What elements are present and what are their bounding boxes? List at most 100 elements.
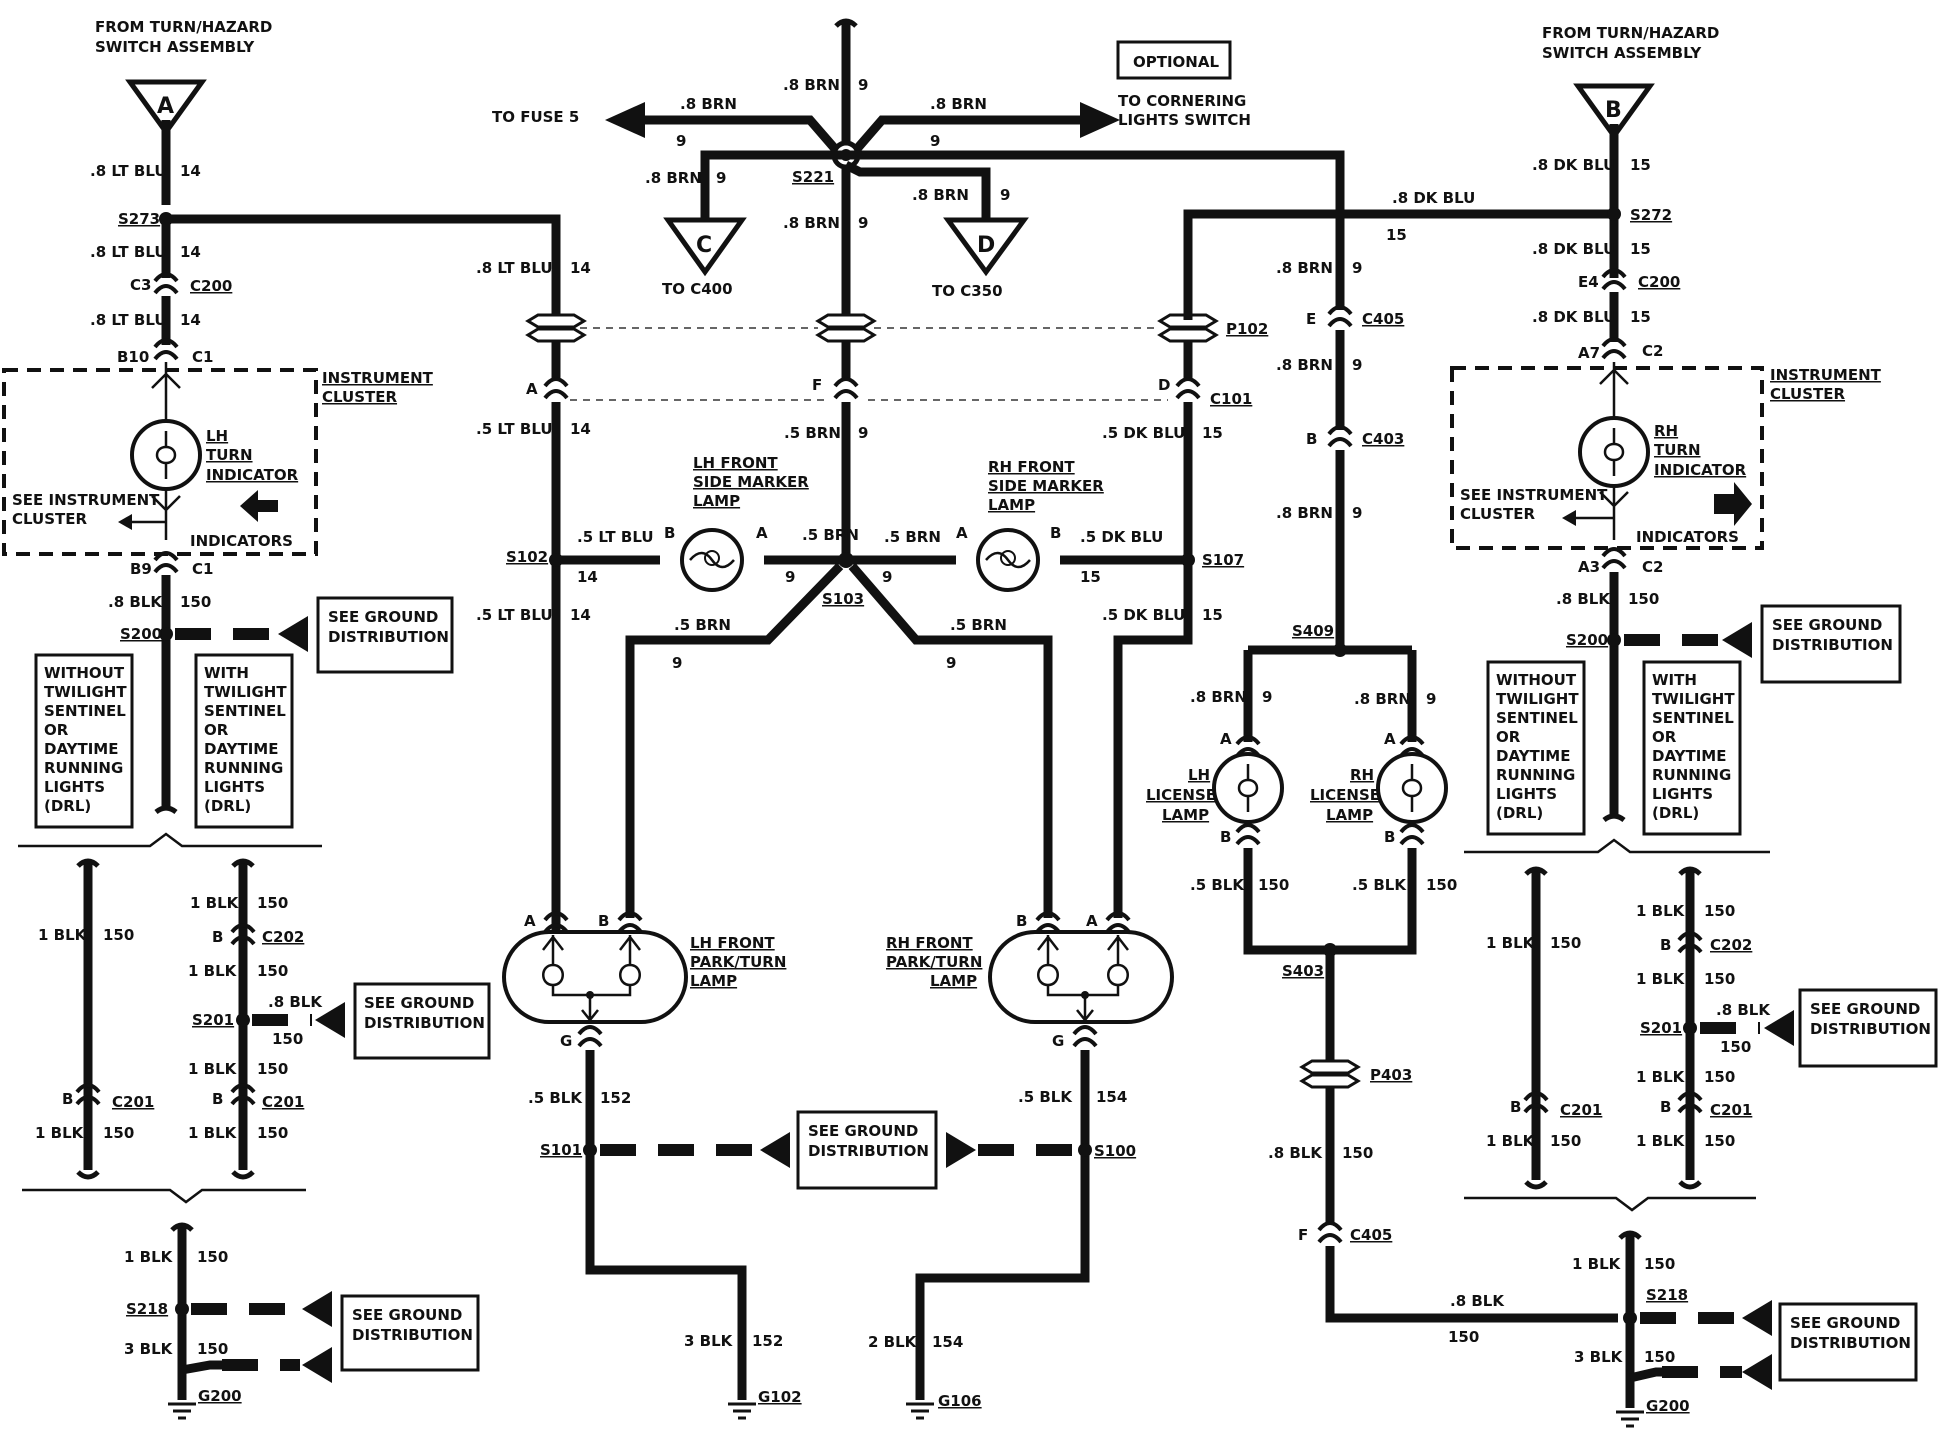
splice-s218-right: [1623, 1311, 1637, 1325]
svg-text:15: 15: [1202, 606, 1223, 624]
svg-text:TWILIGHT: TWILIGHT: [44, 683, 127, 701]
svg-text:C403: C403: [1362, 430, 1404, 448]
svg-text:INDICATOR: INDICATOR: [206, 466, 299, 484]
pin-label: B10: [117, 348, 149, 366]
svg-text:15: 15: [1630, 308, 1651, 326]
left-source-title-2: SWITCH ASSEMBLY: [95, 38, 255, 56]
svg-text:1 BLK: 1 BLK: [124, 1248, 174, 1266]
splice-label: S200: [120, 625, 162, 643]
wire-label: .8 LT BLU: [90, 311, 167, 329]
svg-text:LIGHTS: LIGHTS: [1652, 785, 1713, 803]
with-drl-note-right: WITH TWILIGHT SENTINEL OR DAYTIME RUNNIN…: [1642, 660, 1742, 836]
svg-text:WITHOUT: WITHOUT: [44, 664, 125, 682]
svg-text:3 BLK: 3 BLK: [684, 1332, 734, 1350]
svg-text:C202: C202: [1710, 936, 1752, 954]
svg-text:C201: C201: [112, 1093, 154, 1111]
svg-text:14: 14: [570, 259, 591, 277]
svg-text:.5 BRN: .5 BRN: [784, 424, 841, 442]
svg-text:9: 9: [785, 568, 795, 586]
svg-text:DISTRIBUTION: DISTRIBUTION: [1772, 636, 1893, 654]
svg-text:150: 150: [197, 1248, 228, 1266]
svg-text:TWILIGHT: TWILIGHT: [1652, 690, 1735, 708]
left-source-a: FROM TURN/HAZARD SWITCH ASSEMBLY A: [95, 18, 272, 137]
svg-text:LAMP: LAMP: [988, 496, 1035, 514]
svg-text:LIGHTS SWITCH: LIGHTS SWITCH: [1118, 111, 1251, 129]
left-instrument-cluster: INSTRUMENT CLUSTER LH TURN INDICATOR SEE…: [2, 362, 434, 556]
svg-text:3 BLK: 3 BLK: [1574, 1348, 1624, 1366]
svg-text:DISTRIBUTION: DISTRIBUTION: [364, 1014, 485, 1032]
svg-text:A: A: [1384, 730, 1396, 748]
svg-text:C201: C201: [1560, 1101, 1602, 1119]
svg-text:15: 15: [1202, 424, 1223, 442]
svg-text:1 BLK: 1 BLK: [188, 962, 238, 980]
svg-text:SIDE MARKER: SIDE MARKER: [988, 477, 1104, 495]
svg-text:9: 9: [946, 654, 956, 672]
svg-text:.8 DK BLU: .8 DK BLU: [1532, 308, 1615, 326]
svg-text:.5 BLK: .5 BLK: [1018, 1088, 1073, 1106]
svg-text:9: 9: [1352, 356, 1362, 374]
svg-text:.8 BRN: .8 BRN: [645, 169, 702, 187]
connector-d-triangle: [943, 217, 1029, 277]
svg-text:WITH: WITH: [1652, 671, 1697, 689]
svg-text:.8 BRN: .8 BRN: [783, 76, 840, 94]
wire-circuit: 14: [180, 162, 201, 180]
svg-text:B: B: [1384, 828, 1395, 846]
svg-text:INDICATORS: INDICATORS: [1636, 528, 1739, 546]
svg-text:RH: RH: [1350, 766, 1374, 784]
svg-text:D: D: [977, 233, 995, 258]
svg-text:9: 9: [1426, 690, 1436, 708]
svg-text:G: G: [1052, 1032, 1064, 1050]
svg-text:INDICATOR: INDICATOR: [1654, 461, 1747, 479]
svg-text:WITH: WITH: [204, 664, 249, 682]
svg-text:C200: C200: [1638, 273, 1680, 291]
svg-text:TURN: TURN: [206, 446, 253, 464]
svg-text:FROM TURN/HAZARD: FROM TURN/HAZARD: [1542, 24, 1719, 42]
svg-text:150: 150: [1704, 902, 1735, 920]
svg-text:SENTINEL: SENTINEL: [204, 702, 286, 720]
svg-text:.5 BRN: .5 BRN: [884, 528, 941, 546]
connector-label: C1: [192, 560, 213, 578]
svg-text:SWITCH ASSEMBLY: SWITCH ASSEMBLY: [1542, 44, 1702, 62]
svg-text:A: A: [756, 524, 768, 542]
svg-text:.8 BRN: .8 BRN: [1354, 690, 1411, 708]
wire-circuit: 14: [180, 311, 201, 329]
svg-text:F: F: [1298, 1226, 1308, 1244]
svg-text:1 BLK: 1 BLK: [1636, 1068, 1686, 1086]
svg-text:G106: G106: [938, 1392, 982, 1410]
svg-text:.5 BRN: .5 BRN: [674, 616, 731, 634]
see-ground-box: SEE GROUND DISTRIBUTION: [316, 596, 454, 674]
svg-text:C: C: [696, 233, 712, 258]
rh-license-lamp: [1376, 752, 1448, 824]
svg-text:.5 DK BLU: .5 DK BLU: [1102, 606, 1185, 624]
svg-text:TURN: TURN: [1654, 441, 1701, 459]
svg-text:PARK/TURN: PARK/TURN: [886, 953, 982, 971]
right-source-b: FROM TURN/HAZARD SWITCH ASSEMBLY B: [1542, 24, 1719, 141]
svg-text:150: 150: [1704, 1068, 1735, 1086]
splice-s272: [1607, 207, 1621, 221]
svg-text:B: B: [1605, 98, 1622, 123]
rh-side-marker-lamp: [976, 528, 1040, 592]
svg-text:LAMP: LAMP: [690, 972, 737, 990]
svg-text:C405: C405: [1350, 1226, 1392, 1244]
see-ground-box: SEE GROUND DISTRIBUTION: [1778, 1302, 1918, 1382]
svg-text:150: 150: [257, 1060, 288, 1078]
svg-text:9: 9: [1352, 259, 1362, 277]
svg-text:9: 9: [1262, 688, 1272, 706]
svg-text:SENTINEL: SENTINEL: [1652, 709, 1734, 727]
without-drl-note-right: WITHOUT TWILIGHT SENTINEL OR DAYTIME RUN…: [1486, 660, 1586, 836]
svg-text:F: F: [812, 376, 822, 394]
wire-label: .8 LT BLU: [90, 162, 167, 180]
svg-text:TO C400: TO C400: [662, 280, 733, 298]
svg-text:15: 15: [1386, 226, 1407, 244]
svg-text:LICENSE: LICENSE: [1310, 786, 1380, 804]
svg-text:G102: G102: [758, 1388, 802, 1406]
svg-text:.5 DK BLU: .5 DK BLU: [1080, 528, 1163, 546]
left-source-title-1: FROM TURN/HAZARD: [95, 18, 272, 36]
svg-text:A: A: [1086, 912, 1098, 930]
connector-label: C200: [190, 277, 232, 295]
svg-text:14: 14: [577, 568, 598, 586]
svg-text:DISTRIBUTION: DISTRIBUTION: [808, 1142, 929, 1160]
svg-text:15: 15: [1630, 156, 1651, 174]
svg-text:.8 BLK: .8 BLK: [1268, 1144, 1323, 1162]
svg-text:B: B: [1050, 524, 1061, 542]
